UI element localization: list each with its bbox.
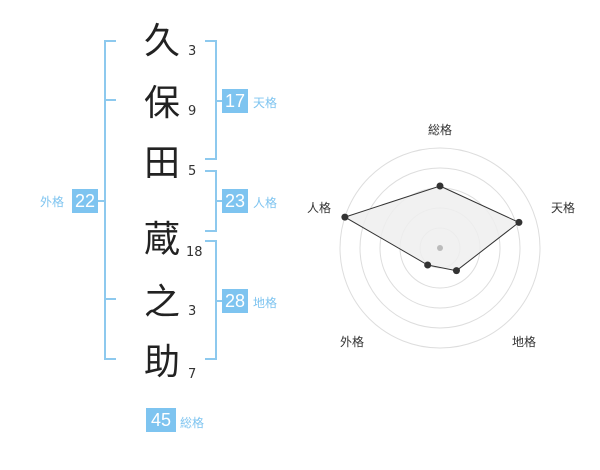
gaikaku-bracket-tick-bottom [104,298,116,300]
radar-label-soukaku: 総格 [428,122,452,137]
soukaku-label: 総格 [180,416,205,430]
chikaku-bracket [205,240,217,360]
stroke-count-2: 9 [188,104,197,119]
name-char-5: 之 [143,282,180,323]
gaikaku-bracket [104,40,116,360]
name-char-2: 保 [143,83,180,124]
radar-point-soukaku [436,182,444,190]
radar-label-jinkaku: 人格 [307,200,331,215]
tenkaku-badge: 17 [222,89,248,113]
name-char-3: 田 [143,143,180,184]
radar-polygon [343,185,520,272]
name-char-6: 助 [143,342,180,383]
radar-point-chikaku [452,267,460,275]
stroke-count-5: 3 [188,304,197,319]
radar-ring [359,167,521,329]
tenkaku-label: 天格 [253,96,278,110]
chikaku-label: 地格 [253,296,278,310]
chikaku-badge: 28 [222,289,248,313]
tenkaku-bracket [205,40,217,160]
tenkaku-bracket-connector [217,100,222,102]
jinkaku-label: 人格 [253,196,278,210]
radar-ring [339,147,541,349]
name-char-4: 蔵 [143,219,180,260]
radar-point-gaikaku [424,261,432,269]
radar-point-tenkaku [515,218,523,226]
stroke-count-6: 7 [188,367,197,382]
jinkaku-badge: 23 [222,189,248,213]
gaikaku-badge: 22 [72,189,98,213]
stroke-count-3: 5 [188,164,197,179]
stroke-count-4: 18 [186,245,203,260]
radar-point-jinkaku [341,213,349,221]
name-char-1: 久 [143,21,180,62]
gaikaku-bracket-tick-top [104,99,116,101]
chikaku-bracket-connector [217,300,222,302]
gaikaku-bracket-connector [98,200,104,202]
radar-label-gaikaku: 外格 [340,334,364,349]
radar-chart: 総格 天格 地格 外格 人格 [307,122,575,349]
radar-center-dot [437,245,443,251]
radar-points [341,182,523,275]
stroke-count-1: 3 [188,44,197,59]
gaikaku-label: 外格 [40,195,65,209]
radar-label-tenkaku: 天格 [551,200,575,215]
radar-label-chikaku: 地格 [512,334,536,349]
soukaku-badge: 45 [146,408,176,432]
jinkaku-bracket-connector [217,200,222,202]
jinkaku-bracket [205,170,217,232]
